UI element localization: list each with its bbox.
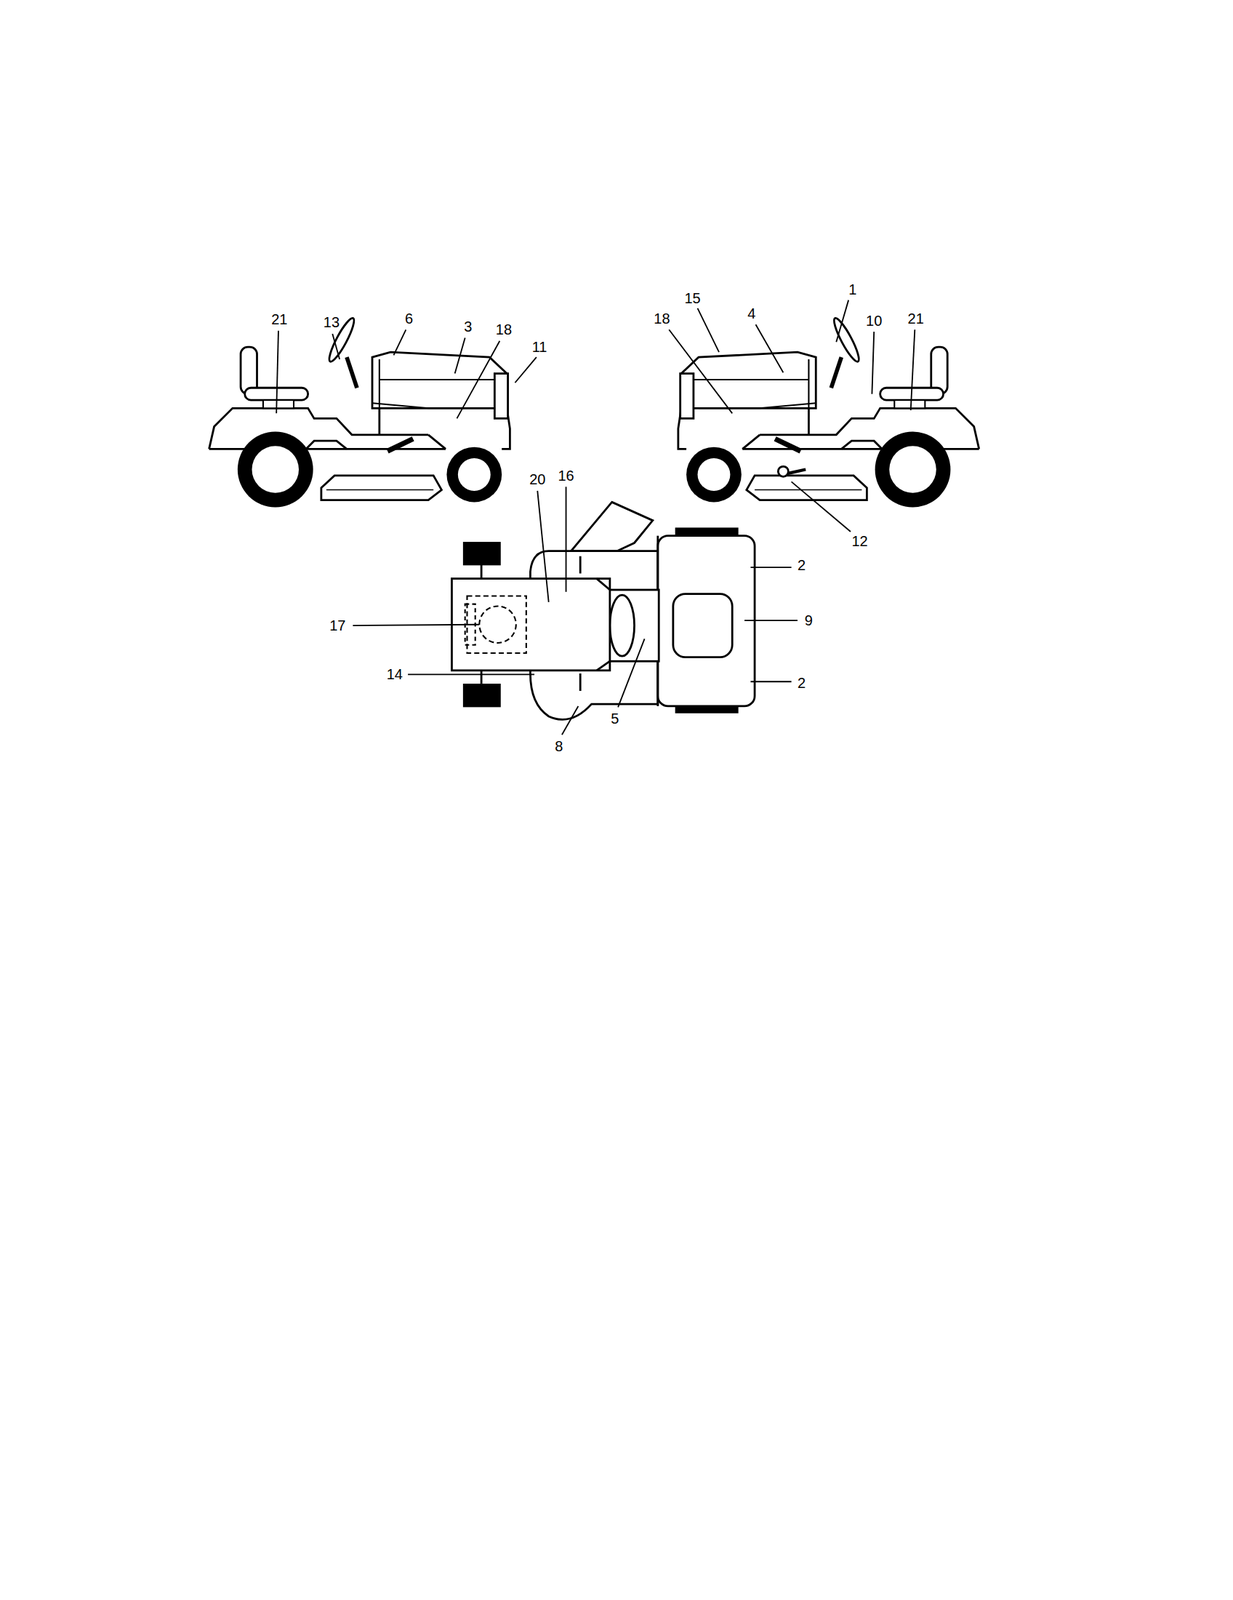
callout-number: 6 <box>404 311 413 326</box>
callout-number: 2 <box>797 675 806 690</box>
callout-number: 12 <box>851 533 868 549</box>
callout-number: 21 <box>271 311 288 327</box>
callout-number: 4 <box>747 306 756 321</box>
callout-number: 20 <box>529 471 546 487</box>
callout-number: 2 <box>797 557 806 573</box>
callout-number: 5 <box>610 711 619 726</box>
callout-number: 17 <box>329 617 346 633</box>
callout-number: 10 <box>865 313 882 328</box>
callout-number: 15 <box>684 290 701 306</box>
callout-number: 16 <box>557 468 574 483</box>
callout-number: 21 <box>908 311 925 326</box>
callout-number: 8 <box>554 738 563 754</box>
callout-number: 3 <box>463 319 472 334</box>
callout-number: 18 <box>653 311 670 326</box>
callout-number: 18 <box>495 322 512 337</box>
callout-number: 13 <box>323 314 340 330</box>
callout-number: 11 <box>532 339 548 355</box>
callout-number: 14 <box>386 666 403 682</box>
callout-number: 9 <box>804 612 813 628</box>
callout-number: 1 <box>848 282 857 297</box>
